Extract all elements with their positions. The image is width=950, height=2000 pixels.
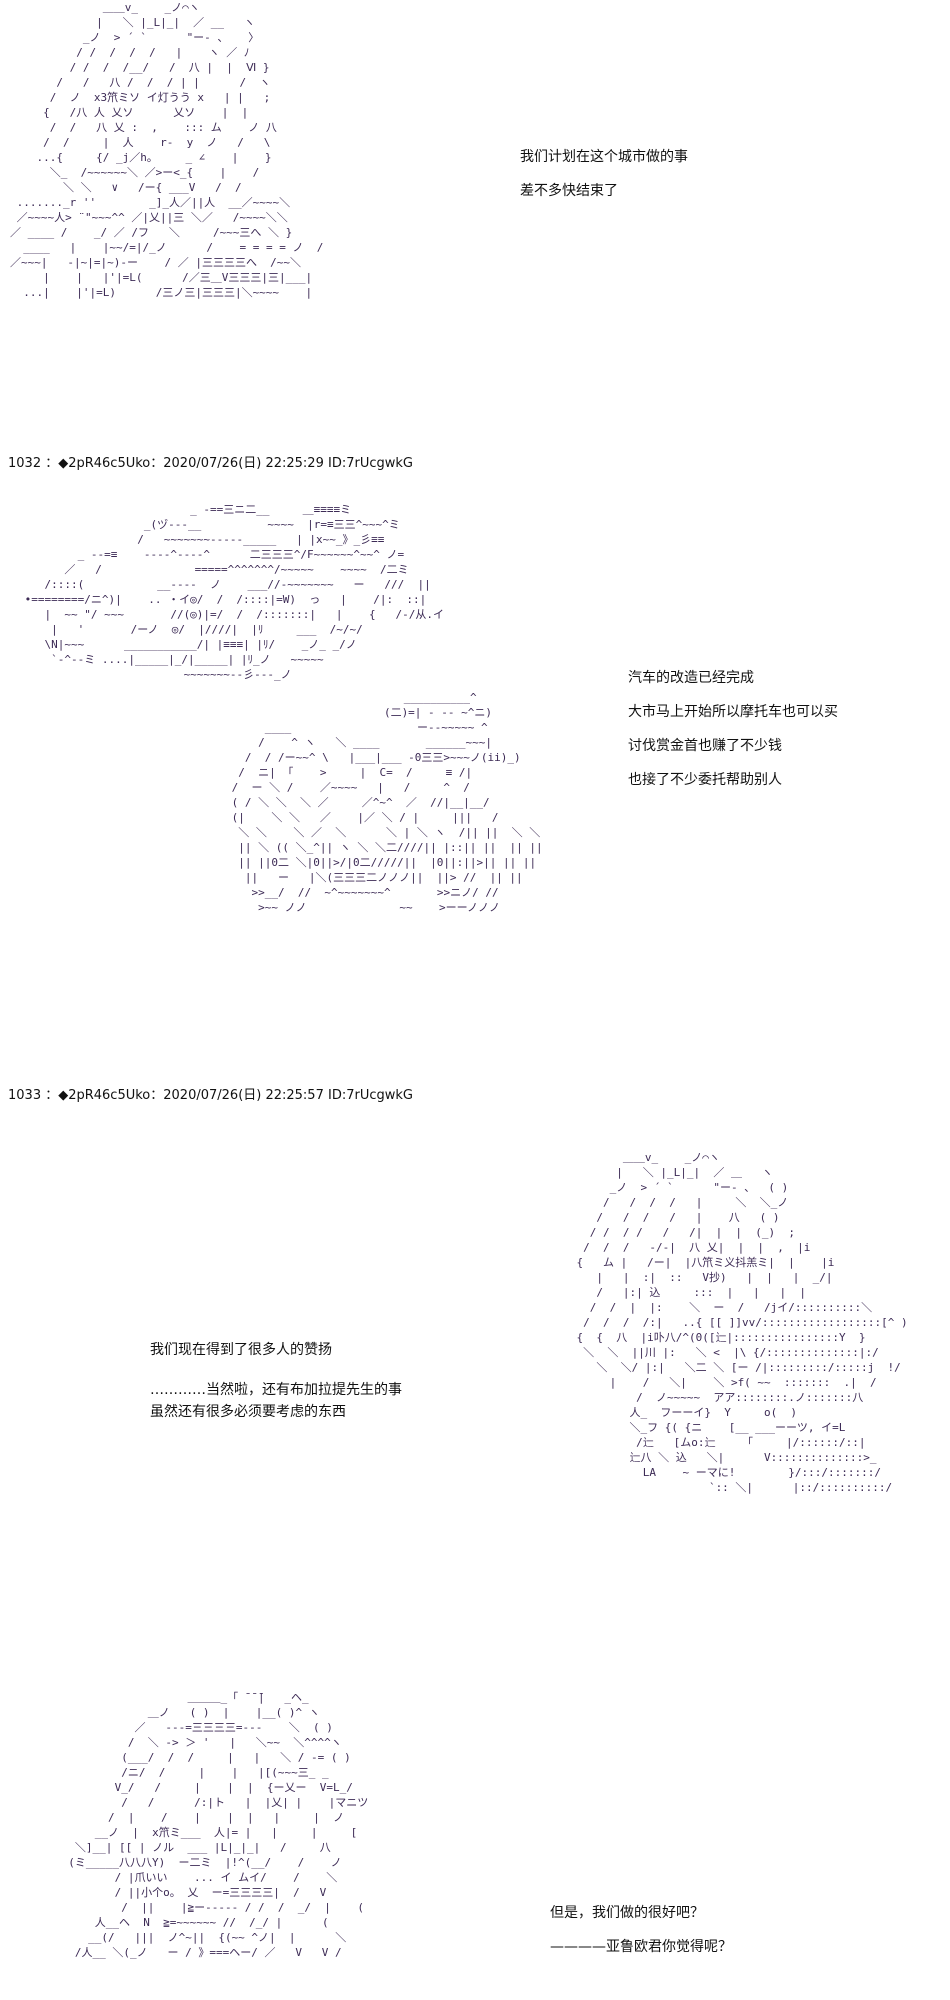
dialog-line: 我们现在得到了很多人的赞扬 [150,1342,332,1358]
dialog-block-3: 我们现在得到了很多人的赞扬 …………当然啦，还有布加拉提先生的事 虽然还有很多必… [150,1333,402,1423]
dialog-block-4: 但是，我们做的很好吧？ ————亚鲁欧君你觉得呢？ [550,1896,732,1964]
ascii-art-girl-3: ＿＿＿_「 ̄ ̄ ̄| _ヘ_ ＿ノ ( ) | |__( )^ ヽ ／ --… [68,1691,369,1959]
dialog-block-1: 我们计划在这个城市做的事 差不多快结束了 [520,140,688,208]
ascii-art-car: _ -==三ニ二__ ＿≡≡≡≡ミ _(ヅ---__ ~~~~ |r=≡三三^~… [24,503,444,681]
dialog-line: 也接了不少委托帮助别人 [628,772,782,788]
ascii-art-girl-2: ＿＿v_ _ノ⌒ヽ | ＼ |_L|_| ／ ＿ ヽ _ノ > ´ ` "ー- … [576,1151,908,1494]
post-header: 1033 ：◆2pR46c5Uko：2020/07/26(日) 22:25:57… [8,1088,413,1103]
post-header: 1032 ：◆2pR46c5Uko：2020/07/26(日) 22:25:29… [8,456,413,471]
dialog-line: 讨伐赏金首也赚了不少钱 [628,738,782,754]
dialog-line: 但是，我们做的很好吧？ [550,1905,704,1921]
ascii-art-girl-1: ＿＿v_ _ノ⌒ヽ | ＼ |_L|_| ／ __ ヽ _ノ > ´ ` "ー-… [10,1,324,299]
dialog-line: 大市马上开始所以摩托车也可以买 [628,704,838,720]
dialog-line: 我们计划在这个城市做的事 [520,149,688,165]
dialog-line: 差不多快结束了 [520,183,618,199]
dialog-line: 虽然还有很多必须要考虑的东西 [150,1404,346,1420]
dialog-line: ————亚鲁欧君你觉得呢？ [550,1939,732,1955]
dialog-line: …………当然啦，还有布加拉提先生的事 [150,1382,402,1398]
ascii-art-motorcycle: __________^ (二)=| - -- ~^ニ) ____ ー--~~~~… [231,691,543,914]
dialog-line: 汽车的改造已经完成 [628,670,754,686]
dialog-block-2: 汽车的改造已经完成 大市马上开始所以摩托车也可以买 讨伐赏金首也赚了不少钱 也接… [628,661,838,797]
